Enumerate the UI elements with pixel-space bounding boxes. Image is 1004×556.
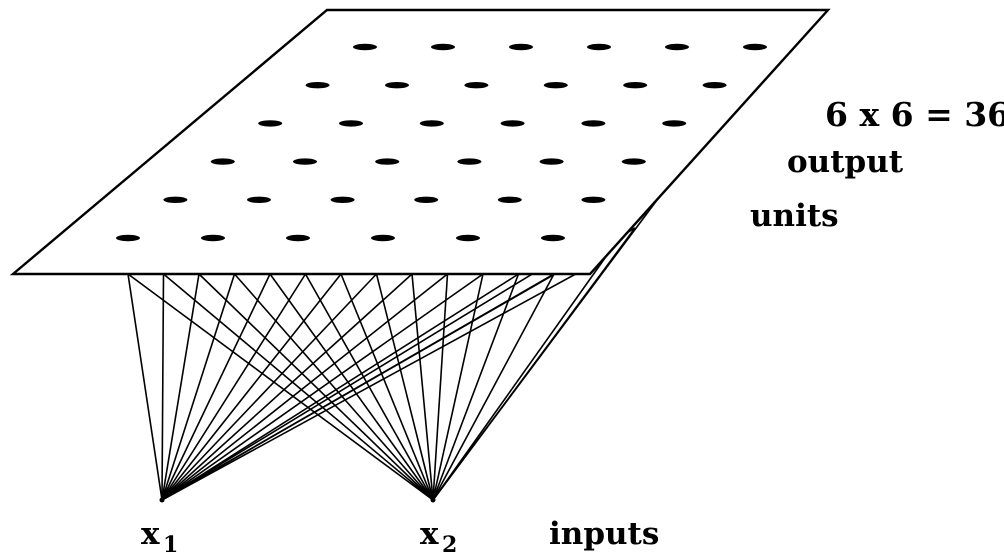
output-unit — [457, 158, 482, 165]
output-unit — [497, 196, 522, 203]
connection-line-x1 — [161, 273, 165, 501]
output-unit — [293, 158, 317, 165]
connection-line-x1 — [161, 273, 271, 501]
output-unit — [539, 158, 564, 165]
connection-line-x1 — [127, 273, 163, 501]
input-label-x1: x 1 — [141, 516, 178, 556]
output-unit — [339, 120, 363, 127]
output-unit — [623, 82, 648, 89]
output-unit — [587, 43, 611, 51]
output-unit — [581, 120, 606, 127]
output-unit — [371, 234, 395, 242]
input-x1-name: x — [141, 516, 160, 552]
output-layer-plane — [9, 8, 831, 276]
input-label-x2: x 2 — [420, 516, 457, 556]
output-unit — [201, 234, 225, 242]
output-unit — [385, 82, 409, 89]
output-unit — [286, 234, 310, 242]
output-unit — [509, 43, 533, 51]
connection-line-x2 — [375, 273, 434, 501]
input-x1-subscript: 1 — [163, 532, 178, 556]
output-unit — [419, 120, 444, 127]
output-unit — [330, 196, 355, 203]
output-unit — [375, 158, 400, 165]
output-unit — [464, 82, 489, 89]
connection-line-x2 — [432, 273, 555, 501]
output-unit — [743, 43, 767, 51]
connection-line-x2 — [162, 273, 434, 501]
connection-line-x2 — [127, 273, 434, 501]
connection-line-x2 — [432, 257, 606, 501]
connection-line-x2 — [432, 273, 449, 501]
connection-line-x2 — [233, 273, 434, 501]
connection-line-x1 — [161, 273, 236, 501]
connection-line-x2 — [198, 273, 434, 501]
connection-line-x1 — [161, 273, 484, 501]
connection-line-x2 — [269, 273, 434, 501]
connection-line-x2 — [411, 273, 434, 501]
input-x2-name: x — [420, 516, 439, 552]
output-unit — [581, 196, 606, 203]
output-label-line2: units — [750, 198, 839, 234]
output-unit — [431, 43, 455, 51]
output-unit — [621, 158, 646, 165]
output-unit — [247, 196, 271, 203]
input-node-x2 — [430, 497, 436, 503]
connection-line-x2 — [340, 273, 434, 501]
input-output-connections — [127, 195, 661, 501]
output-unit — [414, 196, 439, 203]
inputs-label: inputs — [549, 516, 659, 552]
connection-line-x1 — [161, 273, 519, 501]
connection-line-x2 — [432, 273, 484, 501]
output-unit — [543, 82, 568, 89]
output-unit — [541, 234, 565, 242]
connection-line-x2 — [304, 273, 434, 501]
input-node-x1 — [159, 497, 165, 503]
output-units-grid — [116, 43, 767, 242]
connection-line-x2 — [432, 195, 661, 501]
input-x2-subscript: 2 — [442, 532, 457, 556]
connection-line-x1 — [161, 273, 307, 501]
output-unit — [116, 234, 140, 242]
output-unit — [210, 158, 235, 165]
output-count-label: 6 x 6 = 36 — [825, 95, 1004, 134]
output-unit — [353, 43, 377, 51]
output-label-line1: output — [787, 144, 904, 180]
output-unit — [662, 120, 687, 127]
output-unit — [258, 120, 283, 127]
connection-line-x1 — [161, 273, 378, 501]
connection-line-x1 — [161, 273, 413, 501]
connection-line-x1 — [161, 273, 342, 501]
connection-line-x2 — [432, 273, 520, 501]
output-unit — [500, 120, 525, 127]
output-unit — [665, 43, 689, 51]
output-unit — [163, 196, 188, 203]
output-unit — [702, 82, 727, 89]
connection-line-x1 — [161, 273, 448, 501]
connection-line-x1 — [161, 273, 200, 501]
output-unit — [305, 82, 330, 89]
output-unit — [456, 234, 480, 242]
